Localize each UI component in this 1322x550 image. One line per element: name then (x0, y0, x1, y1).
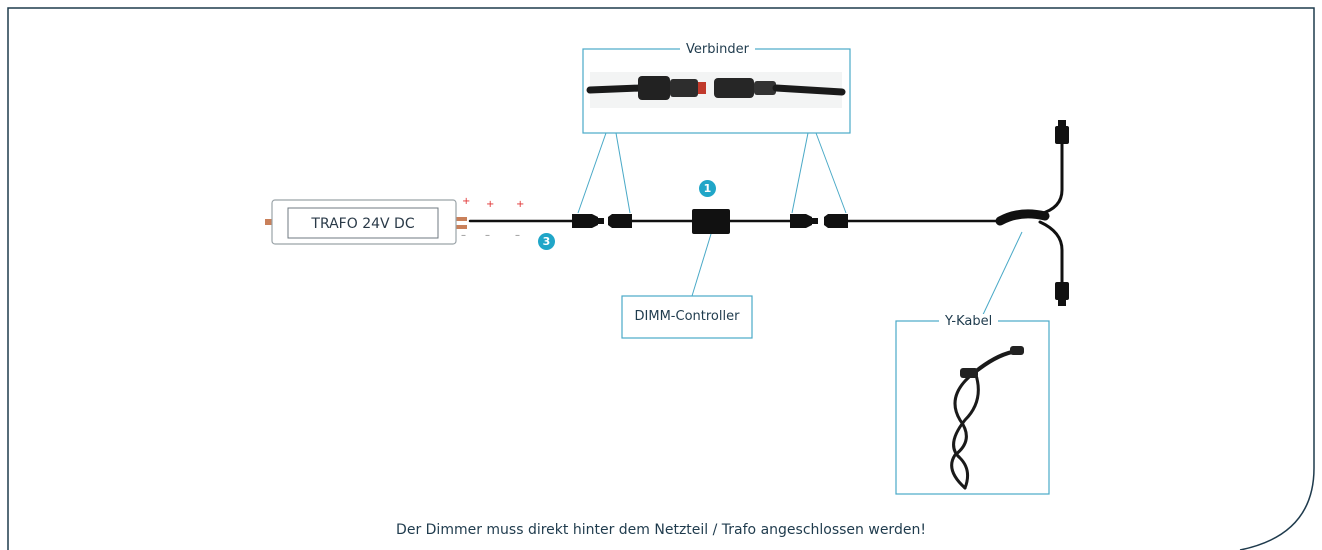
power-supply-label: TRAFO 24V DC (311, 216, 415, 232)
cable-connectors (572, 214, 848, 228)
connector-photo (586, 72, 846, 108)
y-cable-label: Y-Kabel (939, 314, 999, 329)
y-cable-leader-line (979, 231, 1023, 322)
installation-note: Der Dimmer muss direkt hinter dem Netzte… (396, 522, 926, 538)
plus-sign: + (462, 196, 471, 207)
plus-sign: + (516, 199, 525, 210)
dimm-leader-line (691, 233, 712, 297)
plus-sign: + (486, 199, 495, 210)
dimm-controller-label: DIMM-Controller (634, 309, 740, 324)
y-splitter (995, 138, 1064, 284)
connector-label: Verbinder (680, 42, 755, 57)
y-cable-photo (950, 346, 1024, 490)
badge-3: 3 (538, 233, 555, 250)
minus-sign: – (485, 230, 490, 241)
minus-sign: – (515, 230, 520, 241)
dimm-callout-box (621, 295, 753, 339)
connector-leader-lines (577, 132, 847, 214)
minus-sign: – (461, 230, 466, 241)
outer-frame (7, 7, 1315, 550)
y-splitter-ends (1055, 120, 1069, 306)
badge-1: 1 (699, 180, 716, 197)
dimm-controller-unit (692, 209, 730, 234)
power-supply (265, 199, 467, 245)
